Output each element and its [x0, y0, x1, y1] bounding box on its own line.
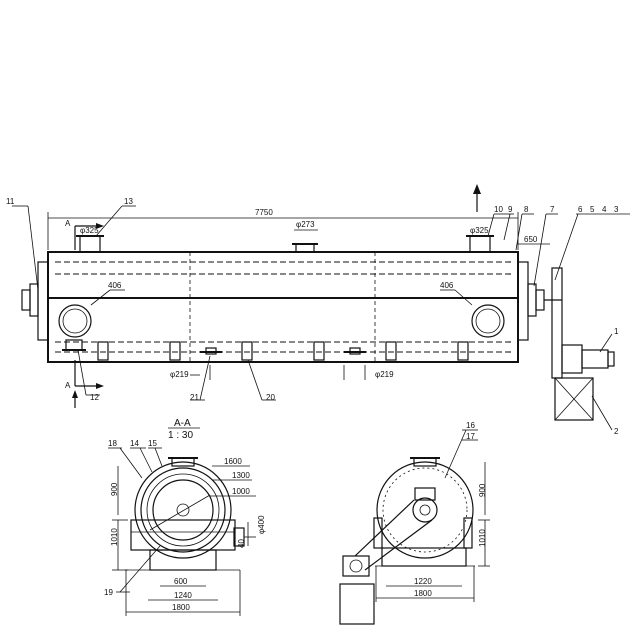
manhole-right: [471, 304, 505, 338]
section-mark-top: A: [65, 219, 71, 228]
nozzle-bottom-right: [349, 347, 361, 355]
dim-a-1600: 1600: [224, 457, 242, 466]
callout-5: 5: [590, 205, 595, 214]
dim-end-1220: 1220: [414, 577, 432, 586]
label-nozzle-bottom-left: φ219: [170, 370, 189, 379]
section-mark-bottom: A: [65, 381, 71, 390]
callout-1: 1: [614, 327, 619, 336]
manhole-left: [58, 304, 92, 338]
drive-frame: [551, 267, 563, 379]
callout-11: 11: [6, 197, 15, 206]
callout-21: 21: [190, 393, 199, 402]
callout-8: 8: [524, 205, 529, 214]
end-view-motor-base: [339, 583, 375, 625]
callout-3: 3: [614, 205, 619, 214]
dim-right: 650: [524, 235, 538, 244]
label-manhole-right: 406: [440, 281, 454, 290]
dim-end-1800: 1800: [414, 589, 432, 598]
label-nozzle-top-mid: φ273: [296, 220, 315, 229]
nozzle-bottom-left: [205, 347, 217, 355]
section-a-a-view: A-A 1 : 30 900 1010 1600 1300 1000 φ400: [104, 418, 266, 616]
dim-a-1010: 1010: [110, 528, 119, 546]
callout-6: 6: [578, 205, 583, 214]
shell-body: [47, 251, 519, 363]
nozzle-top-right: [469, 235, 491, 253]
label-nozzle-bottom-right: φ219: [375, 370, 394, 379]
label-nozzle-top-left: φ325: [80, 226, 99, 235]
drive-base: [554, 377, 594, 421]
section-outer-shell: [134, 461, 232, 559]
nozzle-top-left: [79, 235, 101, 253]
callout-7: 7: [550, 205, 555, 214]
main-elevation-view: 7750 406 406 φ325 φ2: [6, 184, 630, 436]
callout-16: 16: [466, 421, 475, 430]
dim-a-1300: 1300: [232, 471, 250, 480]
section-scale: 1 : 30: [168, 430, 193, 441]
end-view-gearbox: [342, 555, 370, 577]
gearbox: [561, 344, 583, 374]
dim-length: 7750: [255, 208, 273, 217]
dim-end-900: 900: [478, 483, 487, 497]
label-nozzle-top-right: φ325: [470, 226, 489, 235]
nozzle-top-mid: [295, 243, 315, 253]
motor: [581, 349, 609, 369]
dim-a-40: 40: [237, 539, 246, 548]
callout-14: 14: [130, 439, 139, 448]
dim-a-1240: 1240: [174, 591, 192, 600]
dim-a-1800: 1800: [172, 603, 190, 612]
callout-18: 18: [108, 439, 117, 448]
label-manhole-left: 406: [108, 281, 122, 290]
dim-a-900: 900: [110, 482, 119, 496]
dim-a-600: 600: [174, 577, 188, 586]
callout-19: 19: [104, 588, 113, 597]
callout-2: 2: [614, 427, 619, 436]
dim-a-d400: φ400: [257, 515, 266, 534]
section-drum: [152, 479, 214, 541]
callout-9: 9: [508, 205, 513, 214]
end-outer-shell: [376, 461, 474, 559]
dim-end-1010: 1010: [478, 529, 487, 547]
callout-20: 20: [266, 393, 275, 402]
section-title: A-A: [174, 418, 191, 429]
callout-10: 10: [494, 205, 503, 214]
callout-4: 4: [602, 205, 607, 214]
dim-a-1000: 1000: [232, 487, 250, 496]
end-view: 900 1010 1220 1800 16 17: [339, 421, 490, 625]
callout-12: 12: [90, 393, 99, 402]
callout-17: 17: [466, 432, 475, 441]
callout-15: 15: [148, 439, 157, 448]
callout-13: 13: [124, 197, 133, 206]
